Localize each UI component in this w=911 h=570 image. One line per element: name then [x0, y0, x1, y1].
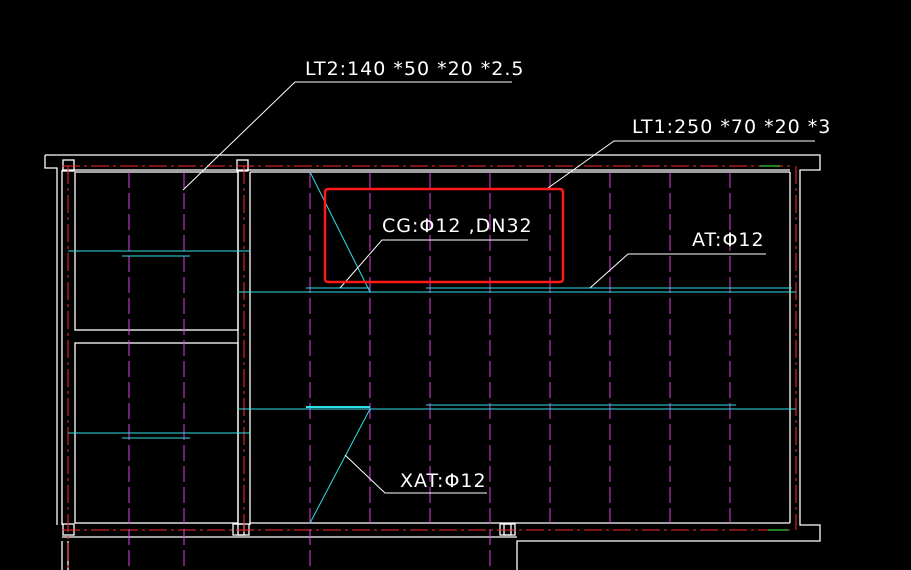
- leader-lt1: [547, 140, 815, 189]
- leader-cg: [339, 239, 528, 289]
- wall-top-edge: [45, 154, 821, 570]
- purlin-lines: [128, 172, 731, 570]
- label-lt1: LT1:250 *70 *20 *3: [632, 116, 831, 138]
- wall-top-inner-left: [44, 155, 58, 525]
- cross-brace-lower: [309, 408, 371, 524]
- cross-brace-upper: [309, 171, 371, 293]
- leader-at: [589, 253, 766, 289]
- label-cg: CG:Φ12 ,DN32: [382, 215, 533, 237]
- label-xat: XAT:Φ12: [400, 470, 487, 492]
- leader-lines: [182, 81, 815, 494]
- label-lt2: LT2:140 *50 *20 *2.5: [305, 58, 525, 80]
- highlight-box: [323, 187, 565, 284]
- label-at: AT:Φ12: [692, 229, 765, 251]
- axis-lines: [62, 165, 797, 570]
- leader-lt2: [182, 81, 512, 191]
- green-markers: [760, 165, 788, 531]
- leader-xat: [344, 454, 487, 494]
- tie-lines: [68, 171, 796, 524]
